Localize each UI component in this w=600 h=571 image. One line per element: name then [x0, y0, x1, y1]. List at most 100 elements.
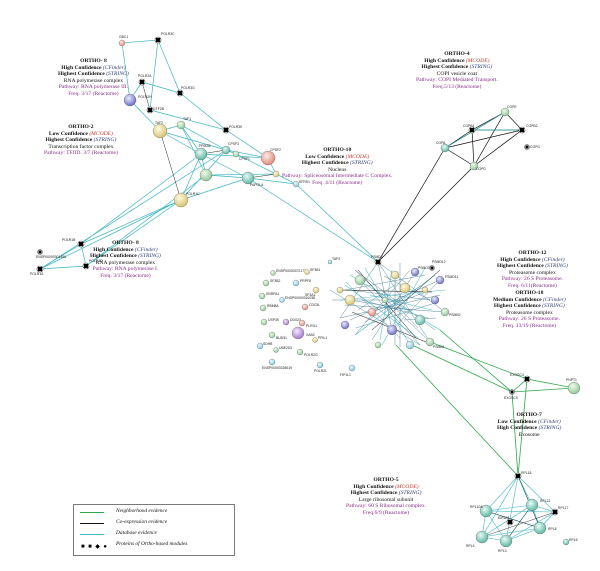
node-sf3b1: SF3B1	[304, 268, 320, 275]
node-polr3g: POLR3G	[176, 86, 195, 97]
svg-text:CPSF1: CPSF1	[239, 157, 250, 161]
node-copd: COPD	[469, 161, 486, 171]
annotation-line3: RNA polymerase complex	[63, 77, 124, 84]
annotation-line2: Highest Confidence (STRING)	[90, 253, 161, 260]
node-ppm2b: PPM2B	[194, 144, 211, 161]
node-polr3c: POLR3C	[154, 32, 175, 44]
svg-text:POLR2L: POLR2L	[314, 369, 327, 373]
node-polr1a: POLR1A	[30, 265, 44, 276]
node-ensp1: ENSP00000301466	[36, 249, 66, 259]
node-taf1: TAF1	[176, 117, 191, 130]
svg-text:ENSP00000310038: ENSP00000310038	[285, 296, 315, 300]
node-cpsf1: CPSF1	[232, 150, 250, 161]
annotation-line1: High Confidence (MCODE)	[424, 57, 490, 64]
annotation-line4: Pathway: Spliceosomal Intermediate C Com…	[282, 173, 393, 180]
svg-text:POLR1B: POLR1B	[62, 238, 76, 242]
annotation-line1: Low Confidence (MCODE)	[48, 130, 113, 137]
annotation-line5: Freq.6/9 (Reactome)	[362, 509, 410, 516]
svg-text:RPL10A: RPL10A	[470, 505, 483, 509]
node-sdhb: SDHB	[256, 342, 273, 350]
node-psmb4	[430, 295, 440, 305]
svg-text:COPE: COPE	[507, 105, 517, 109]
svg-text:POLR1C: POLR1C	[186, 192, 200, 196]
svg-text:COPB1: COPB1	[463, 124, 475, 128]
svg-text:RPL4: RPL4	[466, 544, 475, 548]
node-sfrs1: SFRS1	[292, 180, 310, 188]
node-rbm8a: RBM8A	[259, 304, 279, 312]
svg-text:PSMD11: PSMD11	[445, 275, 458, 279]
annotation-title: ORTHO-18	[515, 290, 544, 296]
svg-text:CDC5L: CDC5L	[309, 303, 320, 307]
svg-text:SF3A1: SF3A1	[305, 293, 315, 297]
node-copa: COPA	[436, 141, 450, 153]
svg-text:EIF4A3: EIF4A3	[498, 516, 509, 520]
node-copg: COPG	[524, 144, 540, 150]
svg-text:GBC1: GBC1	[119, 35, 128, 39]
node-fip	[272, 170, 280, 178]
node-plrg1: PLRG1	[298, 319, 317, 328]
legend-protein-markers-icon: ■ ■ ◆ ●	[81, 544, 108, 550]
annotation-line1: High Confidence (MCODE)	[353, 483, 419, 490]
svg-text:RPL17: RPL17	[558, 506, 568, 510]
annotation-line3: Proteasome complex	[505, 309, 553, 316]
annotation-line5: Freq. 3/17 (Reactome)	[68, 90, 119, 97]
annotation-line2: Highest Confidence (STRING)	[421, 64, 493, 71]
annotation-line1: High Confidence (CFinder)	[93, 246, 158, 253]
node-eif4a3: EIF4A3	[498, 516, 514, 526]
annotation-line2: High Confidence (STRING)	[497, 425, 562, 432]
svg-text:RPL8: RPL8	[548, 527, 557, 531]
annotation-line4: Pathway: RNA polymerase I.	[92, 266, 159, 273]
svg-text:CPSF2: CPSF2	[270, 148, 281, 152]
svg-text:COPB2: COPB2	[526, 124, 538, 128]
node-hub-4	[336, 286, 344, 294]
annotation-title: ORTHO-10	[323, 147, 352, 153]
node-psmd1	[367, 307, 377, 317]
node-psmd2	[390, 270, 400, 280]
legend-item-proteins: ■ ■ ◆ ● Proteins of Ortho-based modules	[80, 541, 230, 550]
svg-text:COPA: COPA	[436, 141, 446, 145]
node-cpsf2: CPSF2	[260, 148, 281, 166]
svg-text:PSMD6: PSMD6	[371, 255, 383, 259]
node-hub-3	[374, 341, 382, 349]
annotation-ortho10: ORTHO-10 Low Confidence (MCODE) Highest …	[282, 147, 392, 187]
node-prpf8: PRPF8	[292, 279, 311, 287]
legend-label: Neighborhood evidence	[116, 508, 168, 514]
svg-text:RPL6: RPL6	[569, 538, 578, 542]
node-sf3b2: SF3B2	[262, 279, 280, 287]
annotation-ortho8-polr3: ORTHO- 8 High Confidence (CFinder) Highe…	[58, 58, 129, 98]
annotation-line5: Freq.5/13 (Reactome)	[432, 83, 482, 90]
node-tap2: TAP2	[327, 257, 340, 265]
svg-text:BUD31: BUD31	[276, 336, 287, 340]
svg-text:CPSF3: CPSF3	[228, 142, 239, 146]
annotation-line2: Highest Confidence (STRING)	[45, 137, 117, 144]
svg-text:EXOSC9: EXOSC9	[504, 396, 518, 400]
node-exosc9: EXOSC9	[504, 389, 518, 400]
annotation-ortho18: ORTHO-18 Medium Confidence (CFinder) Hig…	[493, 290, 566, 330]
svg-text:UBE2D3: UBE2D3	[279, 346, 292, 350]
svg-text:PSMB1: PSMB1	[433, 345, 445, 349]
svg-text:POLR2G: POLR2G	[304, 353, 318, 357]
node-hub-1	[340, 320, 350, 330]
annotation-line2: Highest Confidence (STRING)	[493, 303, 565, 310]
annotation-line2: Highest Confidence (STRING)	[497, 263, 568, 270]
annotation-ortho8-polr1: ORTHO- 8 High Confidence (CFinder) Highe…	[90, 240, 161, 280]
svg-text:POLR2A: POLR2A	[138, 74, 152, 78]
annotation-line3: COPI vesicle coat	[436, 70, 478, 77]
node-ensp3: ENSP00000310038	[279, 296, 315, 303]
annotation-line4: Pathway: COPI Mediated Transport.	[416, 77, 498, 84]
node-gbc1: GBC1	[118, 35, 128, 47]
node-ddx23: DDX23	[282, 318, 301, 326]
node-hub-6	[421, 286, 429, 294]
node-polr2l: POLR2L	[314, 361, 327, 373]
svg-text:PSMD7: PSMD7	[418, 266, 430, 270]
annotation-ortho12: ORTHO-12 High Confidence (CFinder) Highe…	[497, 250, 568, 290]
legend-item-coexpression: Co-expression evidence	[80, 519, 230, 527]
annotation-line3: RNA polymerase complex	[95, 259, 156, 266]
svg-text:XAB2: XAB2	[306, 333, 315, 337]
annotation-line3: Transcription factor complex	[48, 143, 114, 150]
annotation-line4: Pathway: TFIID. 3/7 (Reactome)	[44, 150, 118, 157]
annotation-ortho5: ORTHO-5 High Confidence (MCODE) Highest …	[346, 477, 426, 517]
node-psmb1: PSMB1	[425, 337, 445, 349]
annotation-line5: Freq. 13/19 (Reactome)	[502, 322, 556, 329]
